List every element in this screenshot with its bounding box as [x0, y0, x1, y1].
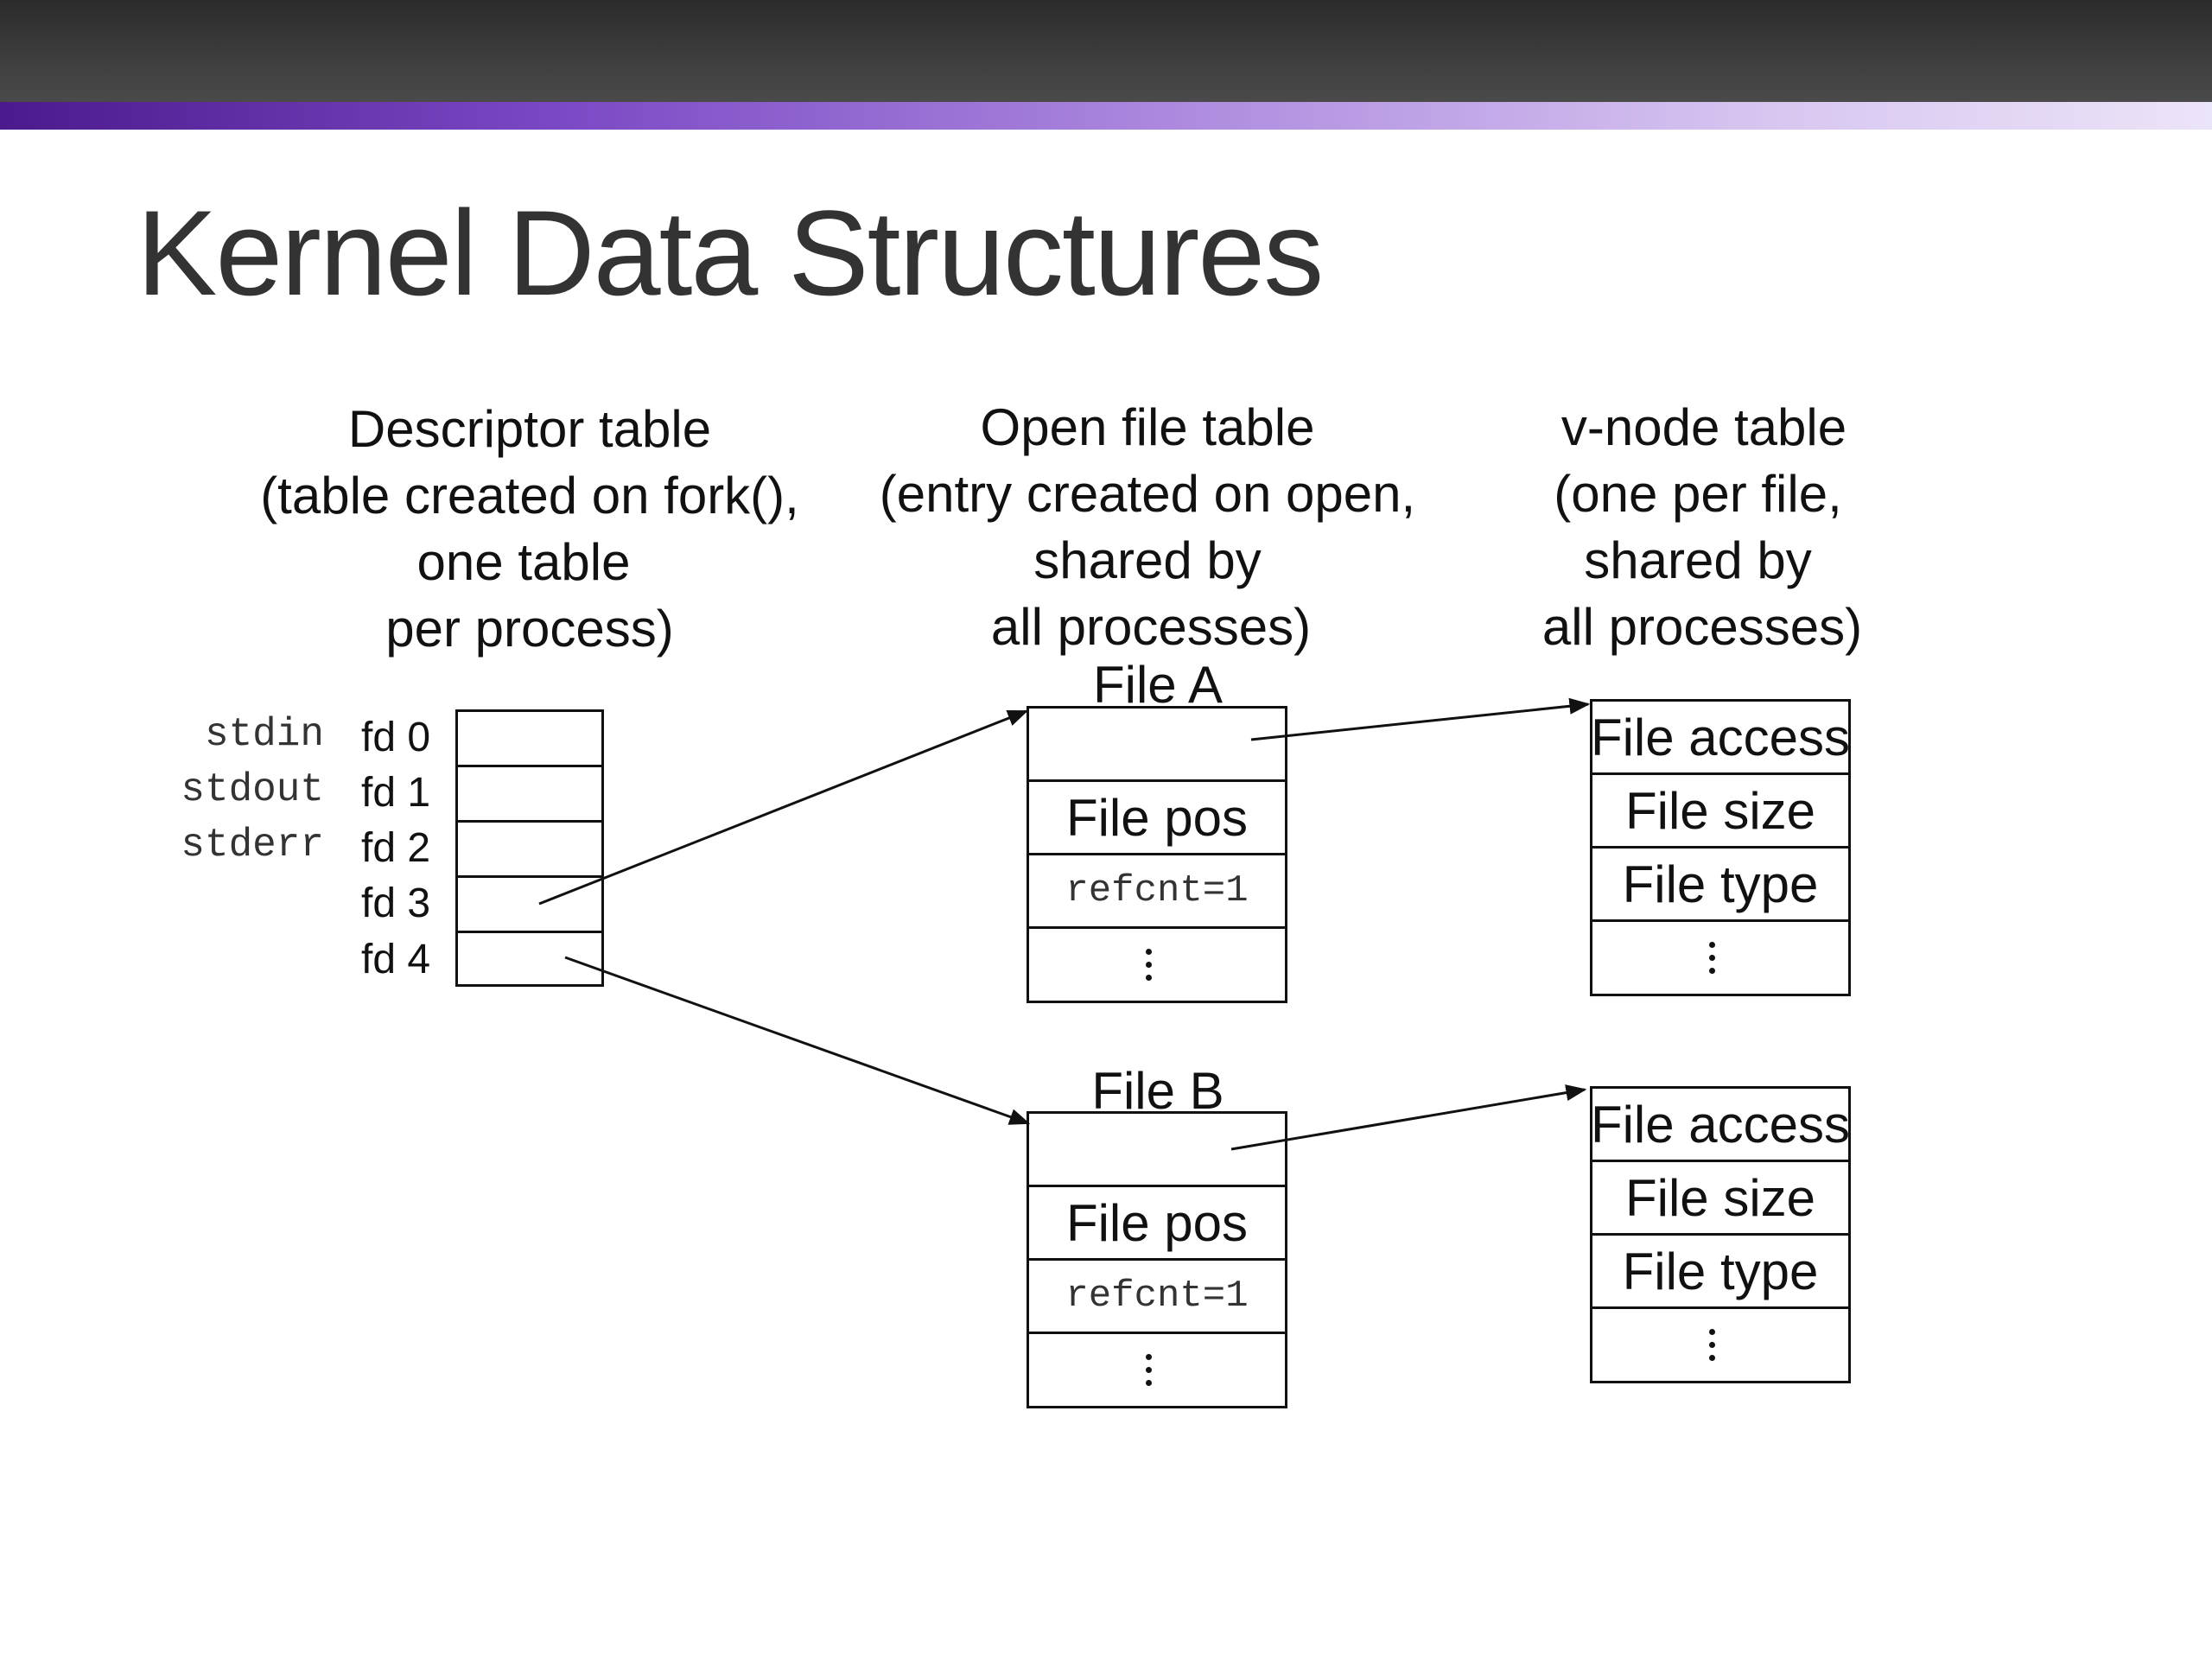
open-file-heading-line: all processes) — [990, 598, 1312, 656]
vnode-heading-line: (one per file, — [1554, 465, 1842, 523]
vnode-b-access-cell: File access — [1590, 1086, 1851, 1162]
vnode-a-type-cell: File type — [1590, 846, 1851, 922]
vnode-b-type-cell: File type — [1590, 1233, 1851, 1309]
descriptor-cell-fd4 — [455, 931, 604, 987]
fd0-label: fd 0 — [361, 715, 431, 760]
stdout-label: stdout — [181, 767, 324, 812]
descriptor-cell-fd0 — [455, 709, 604, 767]
file-a-refcnt-cell: refcnt=1 — [1027, 853, 1287, 929]
vnode-heading-line: all processes) — [1541, 598, 1863, 656]
arrow-fd3-to-file-a — [538, 709, 1029, 906]
arrow-file-b-to-vnode-b — [1230, 1084, 1587, 1151]
vnode-a-access-cell: File access — [1590, 699, 1851, 775]
fd1-label: fd 1 — [361, 770, 431, 816]
descriptor-heading-line: one table — [416, 533, 631, 591]
descriptor-cell-fd2 — [455, 820, 604, 878]
stdin-label: stdin — [204, 712, 324, 757]
vnode-table-heading: v-node table (one per file, shared by al… — [1469, 394, 1936, 660]
vnode-heading-line: v-node table — [1560, 398, 1847, 456]
fd4-label: fd 4 — [361, 937, 431, 982]
vnode-b-size-cell: File size — [1590, 1160, 1851, 1236]
descriptor-cell-fd3 — [455, 875, 604, 933]
open-file-heading-line: shared by — [1033, 531, 1262, 589]
open-file-table-heading: Open file table (entry created on open, … — [854, 394, 1441, 660]
vnode-a-size-cell: File size — [1590, 772, 1851, 849]
file-b-refcnt-cell: refcnt=1 — [1027, 1258, 1287, 1334]
open-file-heading-line: Open file table — [980, 398, 1315, 456]
slide-header-bar — [0, 0, 2212, 102]
descriptor-table-heading: Descriptor table (table created on fork(… — [236, 396, 823, 662]
vertical-ellipsis-icon — [1708, 1329, 1715, 1361]
vertical-ellipsis-icon — [1708, 942, 1715, 974]
file-a-pos-cell: File pos — [1027, 779, 1287, 855]
descriptor-heading-line: (table created on fork(), — [260, 467, 799, 524]
fd2-label: fd 2 — [361, 825, 431, 871]
open-file-heading-line: (entry created on open, — [879, 465, 1416, 523]
descriptor-heading-line: Descriptor table — [347, 400, 712, 458]
vnode-b-more-cell — [1590, 1306, 1851, 1383]
file-b-label: File B — [1091, 1062, 1224, 1120]
arrow-file-a-to-vnode-a — [1250, 697, 1591, 741]
slide-accent-stripe — [0, 102, 2212, 130]
descriptor-heading-line: per process) — [385, 600, 674, 658]
fd3-label: fd 3 — [361, 880, 431, 926]
slide-title: Kernel Data Structures — [137, 185, 1324, 321]
file-a-label: File A — [1092, 656, 1224, 714]
vnode-a-more-cell — [1590, 919, 1851, 996]
vertical-ellipsis-icon — [1145, 1354, 1152, 1386]
file-a-more-cell — [1027, 926, 1287, 1003]
vnode-heading-line: shared by — [1584, 531, 1812, 589]
vertical-ellipsis-icon — [1145, 949, 1152, 981]
stderr-label: stderr — [181, 823, 324, 868]
file-b-more-cell — [1027, 1332, 1287, 1408]
arrow-fd4-to-file-b — [564, 956, 1031, 1125]
